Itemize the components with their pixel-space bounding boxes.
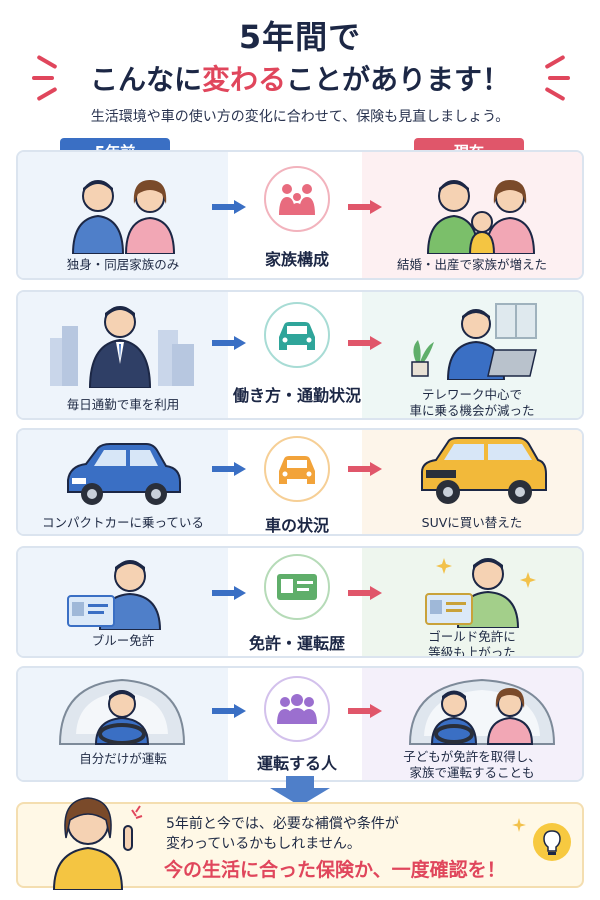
compact-car-illustration [67, 443, 181, 505]
car-icon [279, 456, 315, 484]
category-label: 働き方・通勤状況 [232, 386, 361, 405]
telework-illustration [411, 303, 537, 380]
family-with-baby-illustration [426, 180, 536, 254]
car-icon [279, 322, 315, 350]
solo-driver-illustration [58, 678, 186, 745]
comparison-row-work: 毎日通勤で車を利用 働き方・通勤状況 テレワーク中心で 車に乗る機会が減った [16, 290, 584, 420]
before-caption: 独身・同居家族のみ [66, 257, 180, 272]
subtitle: 生活環境や車の使い方の変化に合わせて、保険も見直しましょう。 [90, 109, 510, 125]
after-caption-line-2: 車に乗る機会が減った [409, 403, 535, 418]
after-caption-line-2: 家族で運転することも [409, 765, 535, 780]
title-line-2-post: ことがあります！ [286, 63, 511, 96]
category-label: 運転する人 [256, 754, 337, 773]
arrow-down-icon [270, 776, 330, 806]
suv-illustration [421, 437, 547, 504]
footer-call-to-action: 今の生活に合った保険か、一度確認を！ [164, 859, 506, 881]
single-couple-illustration [71, 180, 176, 254]
after-caption-line-1: テレワーク中心で [421, 387, 522, 402]
license-card-icon [277, 574, 317, 600]
footer-line-1: 5年前と今では、必要な補償や条件が [166, 816, 399, 832]
blue-license-holder-illustration [67, 560, 162, 630]
footer-line-2: 変わっているかもしれません。 [166, 836, 361, 852]
comparison-row-family: 独身・同居家族のみ 家族構成 結婚・出産で家族が増えた [16, 150, 584, 280]
comparison-row-car: コンパクトカーに乗っている 車の状況 SUVに買い替えた [16, 428, 584, 536]
title-line-2-pre: こんなに [89, 63, 202, 96]
header: 5年間で こんなに変わることがあります！ 生活環境や車の使い方の変化に合わせて、… [0, 0, 600, 140]
title-line-2: こんなに変わることがあります！ [0, 58, 600, 98]
sparkle-icon [548, 76, 570, 80]
arrow-right-icon [212, 200, 246, 214]
sparkle-icon [32, 76, 54, 80]
arrow-right-icon [212, 336, 246, 350]
arrow-right-icon [348, 200, 382, 214]
people-group-icon-circle [264, 676, 330, 742]
after-caption-line-1: ゴールド免許に [428, 629, 516, 644]
footer-callout: 5年前と今では、必要な補償や条件が 変わっているかもしれません。 今の生活に合っ… [16, 797, 584, 890]
sparkle-icon [512, 818, 526, 832]
family-icon-circle [264, 166, 330, 232]
comparison-row-license: ブルー免許 免許・運転歴 ゴールド免許に 等級も上がった [16, 546, 584, 658]
arrow-right-icon [348, 704, 382, 718]
gold-license-holder-illustration [425, 558, 536, 628]
after-caption-line-1: 結婚・出産で家族が増えた [396, 257, 547, 272]
arrow-right-icon [348, 336, 382, 350]
before-caption: コンパクトカーに乗っている [42, 515, 204, 530]
license-card-icon-circle [264, 554, 330, 620]
arrow-right-icon [348, 586, 382, 600]
lightbulb-icon [533, 823, 571, 861]
after-caption-line-1: SUVに買い替えた [421, 515, 523, 530]
footer-message: 5年前と今では、必要な補償や条件が 変わっているかもしれません。 [166, 814, 496, 854]
people-group-icon [277, 694, 317, 724]
before-caption: ブルー免許 [91, 633, 155, 648]
comparison-row-drivers: 自分だけが運転 運転する人 子どもが免許を取得し、 家族で運転することも [16, 666, 584, 782]
after-caption-line-2: 等級も上がった [428, 645, 516, 658]
arrow-right-icon [212, 586, 246, 600]
arrow-right-icon [348, 462, 382, 476]
before-caption: 自分だけが運転 [79, 751, 167, 766]
arrow-right-icon [212, 704, 246, 718]
after-caption-line-1: 子どもが免許を取得し、 [403, 749, 541, 764]
car-icon-circle [264, 302, 330, 368]
category-label: 免許・運転歴 [248, 634, 345, 653]
category-label: 家族構成 [264, 250, 329, 269]
title-line-1: 5年間で [238, 18, 362, 56]
family-drivers-illustration [408, 678, 556, 745]
title-highlight: 変わる [201, 63, 286, 96]
commuter-illustration [50, 306, 194, 388]
category-label: 車の状況 [264, 516, 329, 535]
family-icon [279, 184, 315, 215]
pointing-woman-illustration [52, 797, 143, 890]
car-icon-circle [264, 436, 330, 502]
arrow-right-icon [212, 462, 246, 476]
before-caption: 毎日通勤で車を利用 [66, 397, 180, 412]
